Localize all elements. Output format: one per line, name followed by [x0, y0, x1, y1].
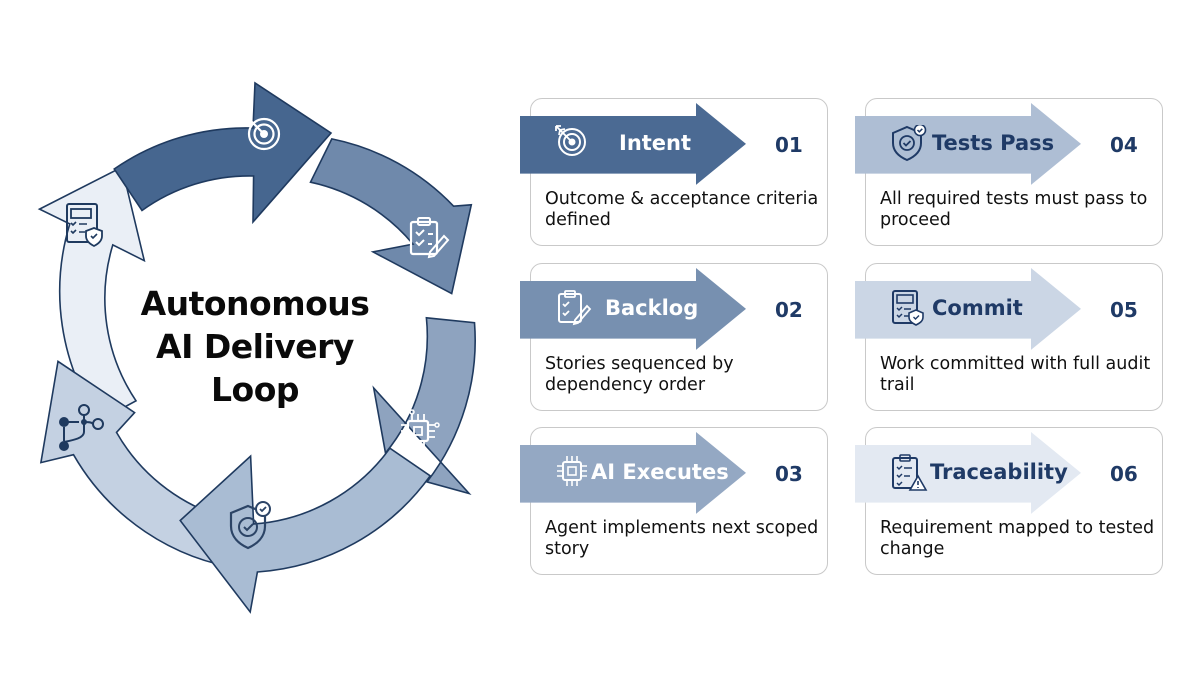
step-banner-arrow — [520, 103, 746, 185]
step-title: Backlog — [605, 296, 699, 320]
clipboard-icon — [555, 290, 593, 332]
step-number: 01 — [775, 133, 803, 157]
target-icon — [555, 125, 593, 167]
step-number: 04 — [1110, 133, 1138, 157]
step-banner-arrow — [855, 432, 1081, 514]
step-title: Commit — [932, 296, 1023, 320]
step-number: 02 — [775, 298, 803, 322]
step-number: 05 — [1110, 298, 1138, 322]
step-number: 03 — [775, 462, 803, 486]
step-banner-arrow — [520, 432, 746, 514]
cycle-arrow-2 — [309, 137, 473, 295]
step-title: Intent — [619, 131, 692, 155]
cycle-arrow-1 — [113, 81, 333, 225]
center-title-line: Loop — [211, 370, 300, 409]
center-title: Autonomous AI Delivery Loop — [100, 282, 410, 411]
step-description: Stories sequenced by dependency order — [545, 354, 734, 395]
step-description: Requirement mapped to tested change — [880, 518, 1155, 559]
trace-icon — [890, 454, 928, 496]
step-title: AI Executes — [591, 460, 729, 484]
step-banner-arrow — [855, 268, 1081, 350]
step-banner-arrow — [855, 103, 1081, 185]
center-title-line: Autonomous — [140, 284, 370, 323]
step-description: Work committed with full audit trail — [880, 354, 1151, 395]
center-title-line: AI Delivery — [156, 327, 354, 366]
step-number: 06 — [1110, 462, 1138, 486]
chip-icon — [555, 454, 593, 496]
step-title: Tests Pass — [932, 131, 1055, 155]
shield-check-icon — [890, 123, 928, 167]
step-description: Agent implements next scoped story — [545, 518, 819, 559]
commit-icon — [890, 290, 928, 332]
step-title: Traceability — [930, 460, 1068, 484]
cycle-diagram — [37, 81, 476, 614]
step-description: Outcome & acceptance criteria defined — [545, 189, 819, 230]
step-banner-arrow — [520, 268, 746, 350]
cycle-arrow-4 — [179, 447, 432, 614]
step-description: All required tests must pass to proceed — [880, 189, 1148, 230]
cycle-arrow-6 — [37, 166, 146, 422]
